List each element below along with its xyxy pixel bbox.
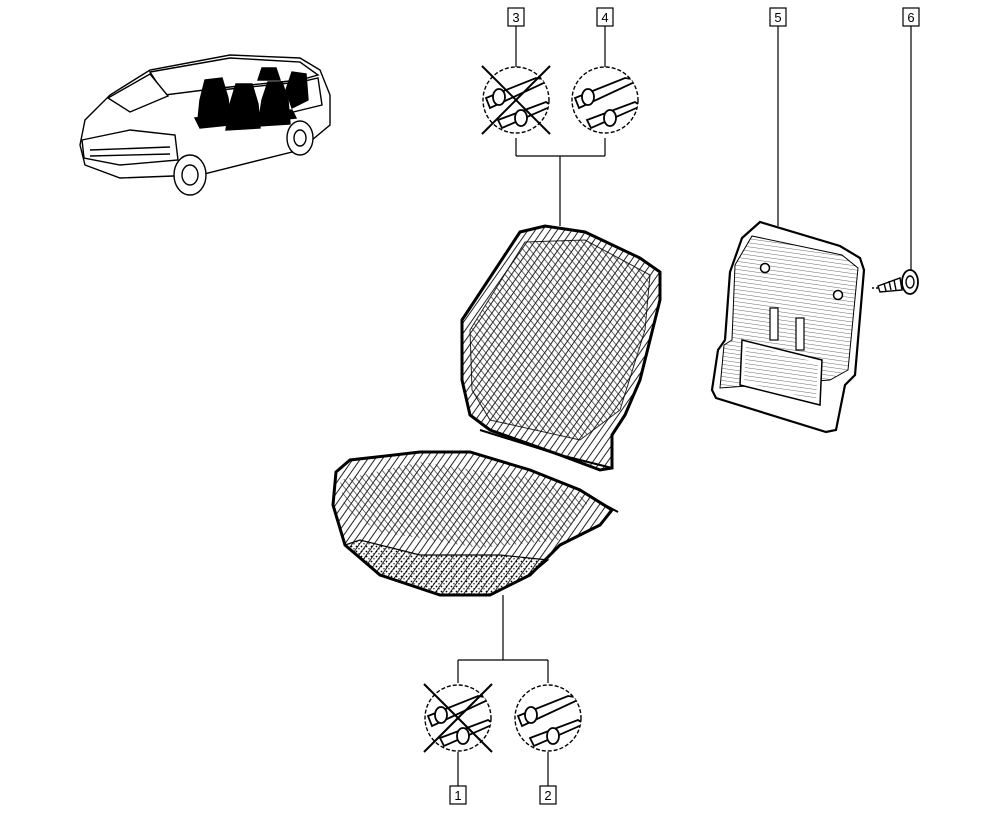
callout-4-label: 4 [601,10,608,25]
callout-5: 5 [769,7,787,27]
callout-3-label: 3 [512,10,519,25]
crossed-out-icon [423,683,493,753]
callout-6-label: 6 [907,10,914,25]
wire-clip-detail-icon [571,66,639,134]
callout-1: 1 [449,785,467,805]
crossed-out-icon [481,65,551,135]
seat-cushion-foam-icon [331,450,619,597]
screw-icon [872,269,919,295]
callout-1-label: 1 [454,788,461,803]
callout-2: 2 [539,785,557,805]
callout-6: 6 [902,7,920,27]
leader-lines [457,26,912,786]
minivan-locator-icon [79,54,331,196]
callout-4: 4 [596,7,614,27]
callout-3: 3 [507,7,525,27]
callout-5-label: 5 [774,10,781,25]
seat-back-foam-icon [460,224,662,472]
callout-2-label: 2 [544,788,551,803]
seat-back-panel-icon [710,220,866,434]
wire-clip-detail-icon [514,684,582,752]
